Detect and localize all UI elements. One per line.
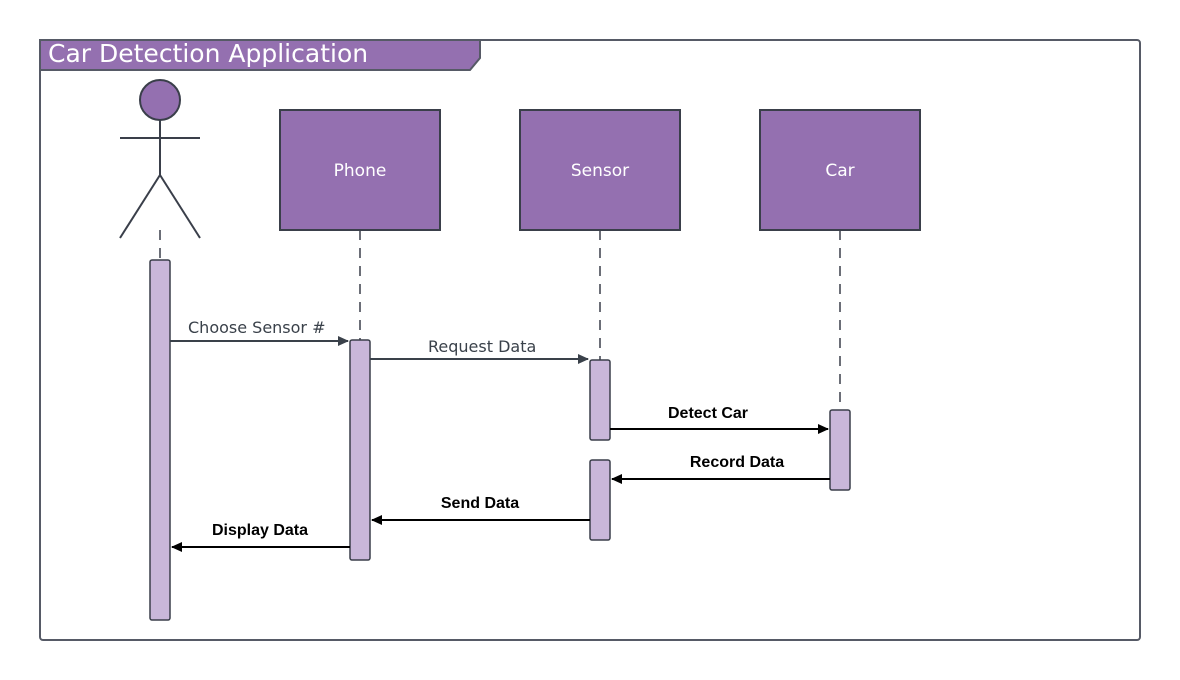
message-record-data-label: Record Data bbox=[690, 454, 784, 471]
lifeline-car: Car bbox=[759, 109, 921, 231]
message-display-data-label: Display Data bbox=[212, 522, 308, 539]
message-choose-sensor-label: Choose Sensor # bbox=[188, 318, 326, 337]
lifeline-phone: Phone bbox=[279, 109, 441, 231]
title-tab bbox=[39, 39, 481, 71]
lifeline-sensor: Sensor bbox=[519, 109, 681, 231]
message-detect-car: Detect Car bbox=[610, 405, 829, 434]
car-activation-bar bbox=[829, 409, 851, 491]
message-request-data-label: Request Data bbox=[428, 337, 536, 356]
lifeline-sensor-label: Sensor bbox=[571, 161, 629, 181]
diagram-frame bbox=[39, 39, 1141, 641]
stick-figure-icon bbox=[119, 79, 201, 239]
phone-activation-bar bbox=[349, 339, 371, 561]
sensor-activation-bar-1 bbox=[589, 359, 611, 441]
lifeline-car-label: Car bbox=[825, 161, 854, 181]
actor-activation-bar bbox=[149, 259, 171, 621]
message-send-data: Send Data bbox=[371, 495, 590, 525]
message-display-data: Display Data bbox=[171, 522, 350, 552]
message-choose-sensor: Choose Sensor # bbox=[170, 318, 349, 346]
message-detect-car-label: Detect Car bbox=[668, 405, 748, 422]
message-record-data: Record Data bbox=[611, 454, 830, 484]
message-send-data-label: Send Data bbox=[441, 495, 519, 512]
message-request-data: Request Data bbox=[370, 337, 589, 364]
sensor-activation-bar-2 bbox=[589, 459, 611, 541]
lifeline-phone-label: Phone bbox=[334, 161, 387, 181]
diagram-title: Car Detection Application bbox=[48, 39, 368, 68]
